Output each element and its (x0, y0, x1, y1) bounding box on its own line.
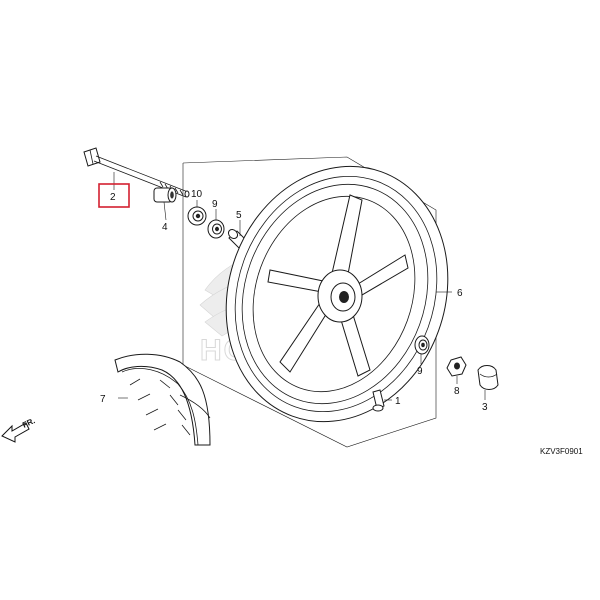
selected-part-highlight (98, 183, 130, 208)
callout-2[interactable]: 2 (110, 192, 116, 203)
front-direction-indicator: FR. (1, 416, 37, 443)
tire-valve (372, 389, 385, 412)
dust-seal (187, 206, 207, 226)
direction-label: FR. (21, 416, 36, 430)
callout-7[interactable]: 7 (100, 394, 106, 405)
axle-nut (446, 356, 467, 377)
axle-bolt (83, 147, 190, 198)
bearing-upper (207, 219, 225, 239)
leader-lines (113, 172, 486, 401)
diagram-code: KZV3F0901 (540, 447, 583, 456)
callout-9-lower[interactable]: 9 (417, 366, 423, 377)
callout-8[interactable]: 8 (454, 386, 460, 397)
tire-segment (114, 353, 211, 446)
callout-6[interactable]: 6 (457, 288, 463, 299)
callout-4[interactable]: 4 (162, 222, 168, 233)
callout-9-upper[interactable]: 9 (212, 199, 218, 210)
wheel-rim (225, 165, 449, 423)
callout-labels: 2 4 10 9 5 6 7 9 8 3 1 (100, 189, 488, 413)
callout-3[interactable]: 3 (482, 402, 488, 413)
callout-10[interactable]: 10 (191, 189, 203, 200)
collar (153, 187, 177, 203)
bearing-lower (414, 335, 430, 355)
callout-1[interactable]: 1 (395, 396, 401, 407)
nut-cap (477, 365, 499, 390)
callout-5[interactable]: 5 (236, 210, 242, 221)
front-arrow-icon (1, 422, 30, 443)
